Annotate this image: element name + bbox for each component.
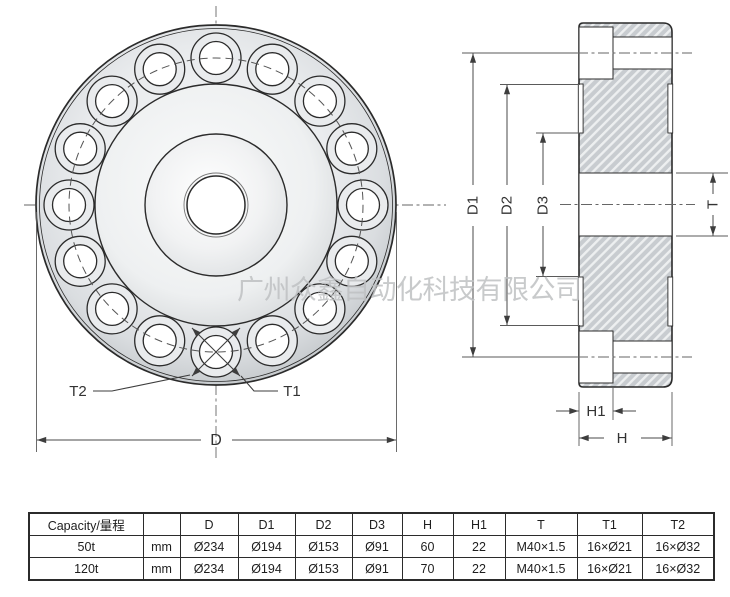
dimension-d2: D2	[499, 84, 580, 326]
dimension-d: D	[36, 212, 397, 452]
dim-label-h: H	[617, 430, 628, 447]
cell-h1: 22	[452, 535, 506, 558]
cell-t2: 16×Ø32	[641, 535, 715, 558]
t1-callout-line	[191, 327, 241, 377]
table-row-120t: 120t mm Ø234 Ø194 Ø153 Ø91 70 22 M40×1.5…	[28, 557, 715, 581]
cell-d3: Ø91	[351, 535, 403, 558]
bolt-circle-dashed	[68, 57, 364, 353]
col-header-unit	[142, 512, 181, 536]
col-header-h1: H1	[452, 512, 506, 536]
cell-h1: 22	[452, 557, 506, 581]
col-header-t: T	[504, 512, 578, 536]
face-notch-right-bottom	[667, 276, 674, 327]
cell-h: 60	[401, 535, 454, 558]
bolt-hole	[302, 291, 338, 327]
dimension-d1: D1	[462, 52, 577, 358]
thread-circle	[183, 172, 249, 238]
face-notch-left-top	[577, 83, 584, 134]
cell-t: M40×1.5	[504, 535, 578, 558]
face-notch-right-top	[667, 83, 674, 134]
col-header-capacity: Capacity/量程	[28, 512, 144, 536]
front-view: T2 T1 D	[24, 6, 446, 458]
t2-leader	[93, 374, 191, 392]
cell-t: M40×1.5	[504, 557, 578, 581]
dim-label-t2: T2	[69, 383, 87, 400]
dimension-d3: D3	[535, 132, 580, 277]
bolt-hole	[255, 52, 290, 87]
rim-inner-edge-circle	[39, 28, 393, 382]
col-header-d: D	[179, 512, 239, 536]
cell-t2: 16×Ø32	[641, 557, 715, 581]
cell-d3: Ø91	[351, 557, 403, 581]
table-row-50t: 50t mm Ø234 Ø194 Ø153 Ø91 60 22 M40×1.5 …	[28, 535, 715, 558]
face-notch-left-bottom	[577, 276, 584, 327]
cell-d2: Ø153	[294, 535, 353, 558]
dim-label-h1: H1	[586, 403, 605, 420]
col-header-d2: D2	[294, 512, 353, 536]
dimension-t: T	[676, 172, 728, 237]
watermark-text: 广州众鑫自动化科技有限公司	[237, 275, 582, 305]
cell-capacity: 50t	[28, 535, 144, 558]
bolt-hole	[94, 291, 130, 327]
t1-leader	[240, 375, 278, 392]
dim-label-t1: T1	[283, 383, 301, 400]
cell-d: Ø234	[179, 535, 239, 558]
dim-label-d2: D2	[499, 196, 516, 215]
dimension-h1: H1	[556, 387, 636, 446]
col-header-h: H	[401, 512, 454, 536]
section-view: D1 D2 D3 T	[462, 22, 728, 447]
dim-label-d: D	[210, 432, 222, 449]
cell-d1: Ø194	[237, 557, 296, 581]
table-header-row: Capacity/量程 D D1 D2 D3 H H1 T T1 T2	[28, 512, 715, 536]
bolt-hole	[63, 131, 98, 166]
dim-label-d1: D1	[465, 196, 482, 215]
cell-d: Ø234	[179, 557, 239, 581]
center-hole	[186, 175, 246, 235]
col-header-d1: D1	[237, 512, 296, 536]
cell-unit: mm	[142, 557, 181, 581]
dim-label-d3: D3	[535, 196, 552, 215]
bolt-hole	[142, 52, 177, 87]
cell-capacity: 120t	[28, 557, 144, 581]
center-bore-section	[578, 172, 673, 237]
col-header-d3: D3	[351, 512, 403, 536]
dim-label-t: T	[705, 200, 722, 209]
cell-t1: 16×Ø21	[576, 557, 643, 581]
spec-table: Capacity/量程 D D1 D2 D3 H H1 T T1 T2 50t …	[28, 512, 715, 581]
dimension-h: H	[579, 392, 673, 447]
cell-d2: Ø153	[294, 557, 353, 581]
col-header-t2: T2	[641, 512, 715, 536]
cell-unit: mm	[142, 535, 181, 558]
technical-drawing: T2 T1 D D	[24, 6, 728, 458]
col-header-t1: T1	[576, 512, 643, 536]
cell-d1: Ø194	[237, 535, 296, 558]
cell-h: 70	[401, 557, 454, 581]
cell-t1: 16×Ø21	[576, 535, 643, 558]
